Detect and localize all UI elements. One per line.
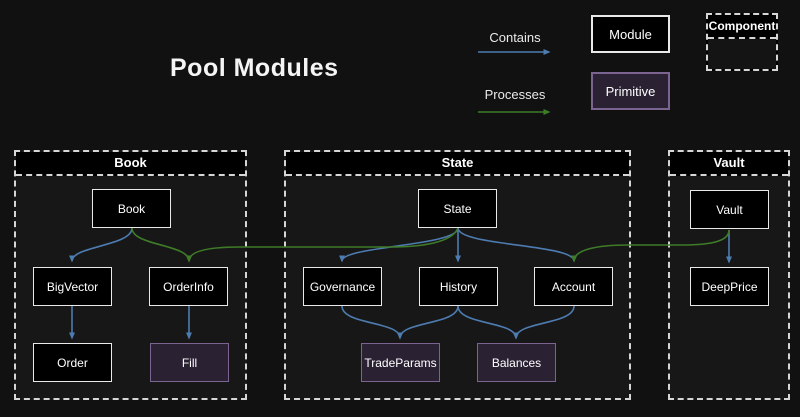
node-book: Book: [92, 189, 171, 228]
node-bigvector-label: BigVector: [47, 280, 98, 294]
node-balances: Balances: [477, 343, 556, 382]
node-book-label: Book: [118, 202, 145, 216]
node-vault-label: Vault: [716, 203, 742, 217]
node-fill: Fill: [150, 343, 229, 382]
node-state-label: State: [443, 202, 471, 216]
node-orderinfo-label: OrderInfo: [163, 280, 214, 294]
legend-component-label: Component: [708, 15, 776, 39]
node-account-label: Account: [552, 280, 595, 294]
node-bigvector: BigVector: [33, 267, 112, 306]
node-governance-label: Governance: [310, 280, 375, 294]
page-title: Pool Modules: [170, 54, 339, 83]
node-account: Account: [534, 267, 613, 306]
node-balances-label: Balances: [492, 356, 541, 370]
node-vault: Vault: [690, 190, 769, 229]
node-tradeparams-label: TradeParams: [364, 356, 436, 370]
legend-module-label: Module: [609, 27, 652, 42]
legend-component-body: [708, 39, 776, 69]
node-history: History: [419, 267, 498, 306]
node-history-label: History: [440, 280, 477, 294]
node-order-label: Order: [57, 356, 88, 370]
node-deepprice-label: DeepPrice: [701, 280, 757, 294]
container-vault-title: Vault: [670, 152, 788, 176]
node-deepprice: DeepPrice: [690, 267, 769, 306]
legend-primitive-box: Primitive: [591, 72, 670, 110]
node-fill-label: Fill: [182, 356, 197, 370]
node-order: Order: [33, 343, 112, 382]
container-state-title: State: [286, 152, 629, 176]
node-state: State: [418, 189, 497, 228]
legend-component-box: Component: [706, 13, 778, 71]
node-orderinfo: OrderInfo: [149, 267, 228, 306]
node-tradeparams: TradeParams: [361, 343, 440, 382]
legend-processes-label: Processes: [470, 87, 560, 102]
legend-contains-label: Contains: [470, 30, 560, 45]
legend-module-box: Module: [591, 15, 670, 53]
legend-primitive-label: Primitive: [606, 84, 656, 99]
container-book-title: Book: [16, 152, 245, 176]
node-governance: Governance: [303, 267, 382, 306]
